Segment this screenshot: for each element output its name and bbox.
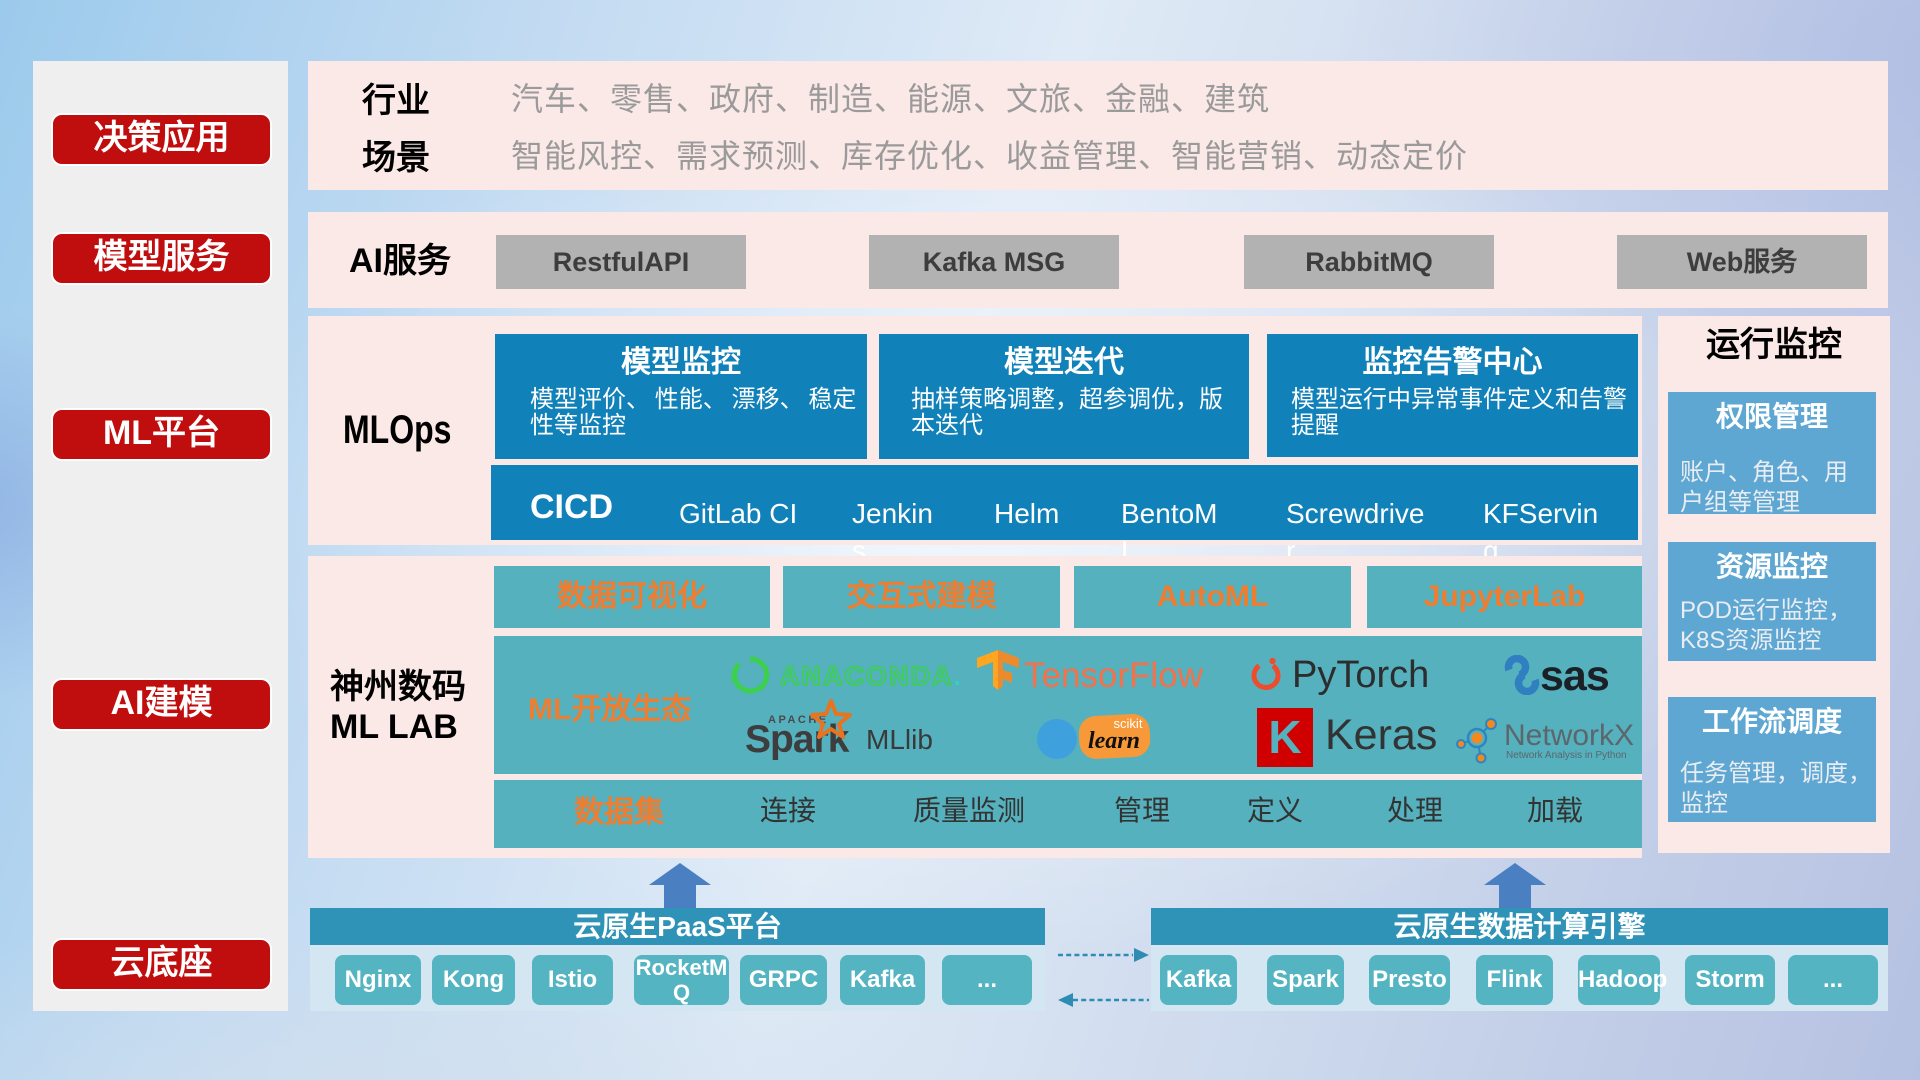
svg-text:scikit: scikit bbox=[1114, 716, 1143, 731]
svg-text:learn: learn bbox=[1088, 728, 1140, 754]
